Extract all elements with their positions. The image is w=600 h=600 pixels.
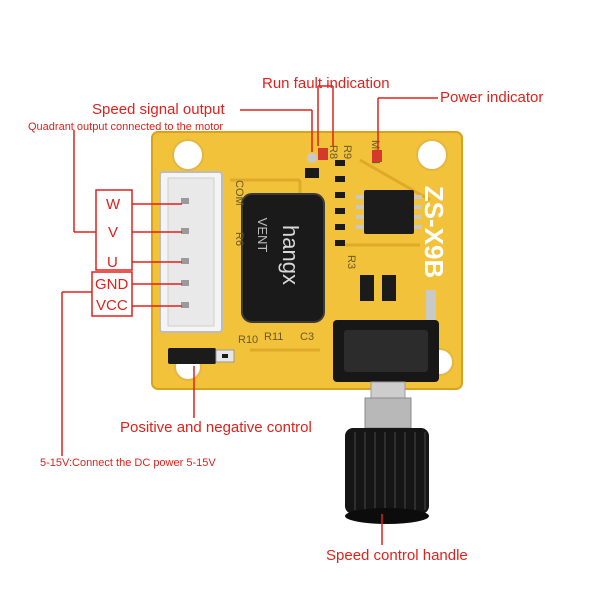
speed-signal-label: Speed signal output	[92, 101, 225, 118]
silk-c3: C3	[300, 331, 314, 343]
run-fault-label: Run fault indication	[262, 75, 390, 92]
pin-w-icon	[181, 198, 189, 204]
silk-r8: R8	[327, 145, 339, 159]
capacitor-brand-2: VENT	[255, 218, 270, 253]
power-indicator-label: Power indicator	[440, 89, 544, 106]
pin-gnd-label: GND	[95, 276, 129, 293]
silk-r9: R9	[341, 145, 353, 159]
ic-chip	[356, 190, 422, 234]
power-led-icon	[372, 150, 382, 162]
pin-u-icon	[181, 258, 189, 264]
board-model: ZS-X9B	[419, 186, 449, 278]
speed-knob	[345, 428, 429, 524]
pin-gnd-icon	[181, 280, 189, 286]
smd-components	[305, 153, 396, 301]
speed-handle-label: Speed control handle	[326, 547, 468, 564]
pin-vcc-label: VCC	[96, 297, 128, 314]
pin-vcc-icon	[181, 302, 189, 308]
annotation-lines	[61, 85, 438, 545]
quadrant-label: Quadrant output connected to the motor	[28, 121, 224, 133]
silk-r6: R6	[233, 232, 245, 246]
silk-r10: R10	[238, 334, 258, 346]
capacitor-brand: hangx	[278, 225, 303, 285]
potentiometer	[333, 290, 439, 429]
pin-u-label: U	[107, 254, 118, 271]
mount-hole-icon	[416, 139, 448, 171]
pin-v-label: V	[108, 224, 119, 241]
run-fault-led-icon	[318, 148, 328, 160]
pin-v-icon	[181, 228, 189, 234]
direction-jumper	[168, 348, 235, 364]
mount-hole-icon	[172, 139, 204, 171]
motor-connector	[159, 171, 223, 333]
pin-w-label: W	[106, 196, 121, 213]
pos-neg-label: Positive and negative control	[120, 419, 312, 436]
silk-r3: R3	[345, 255, 357, 269]
silk-com: COM	[233, 180, 245, 206]
dc-power-label: 5-15V:Connect the DC power 5-15V	[40, 457, 216, 469]
capacitor: hangx VENT	[241, 193, 325, 323]
silk-r11: R11	[264, 331, 283, 343]
